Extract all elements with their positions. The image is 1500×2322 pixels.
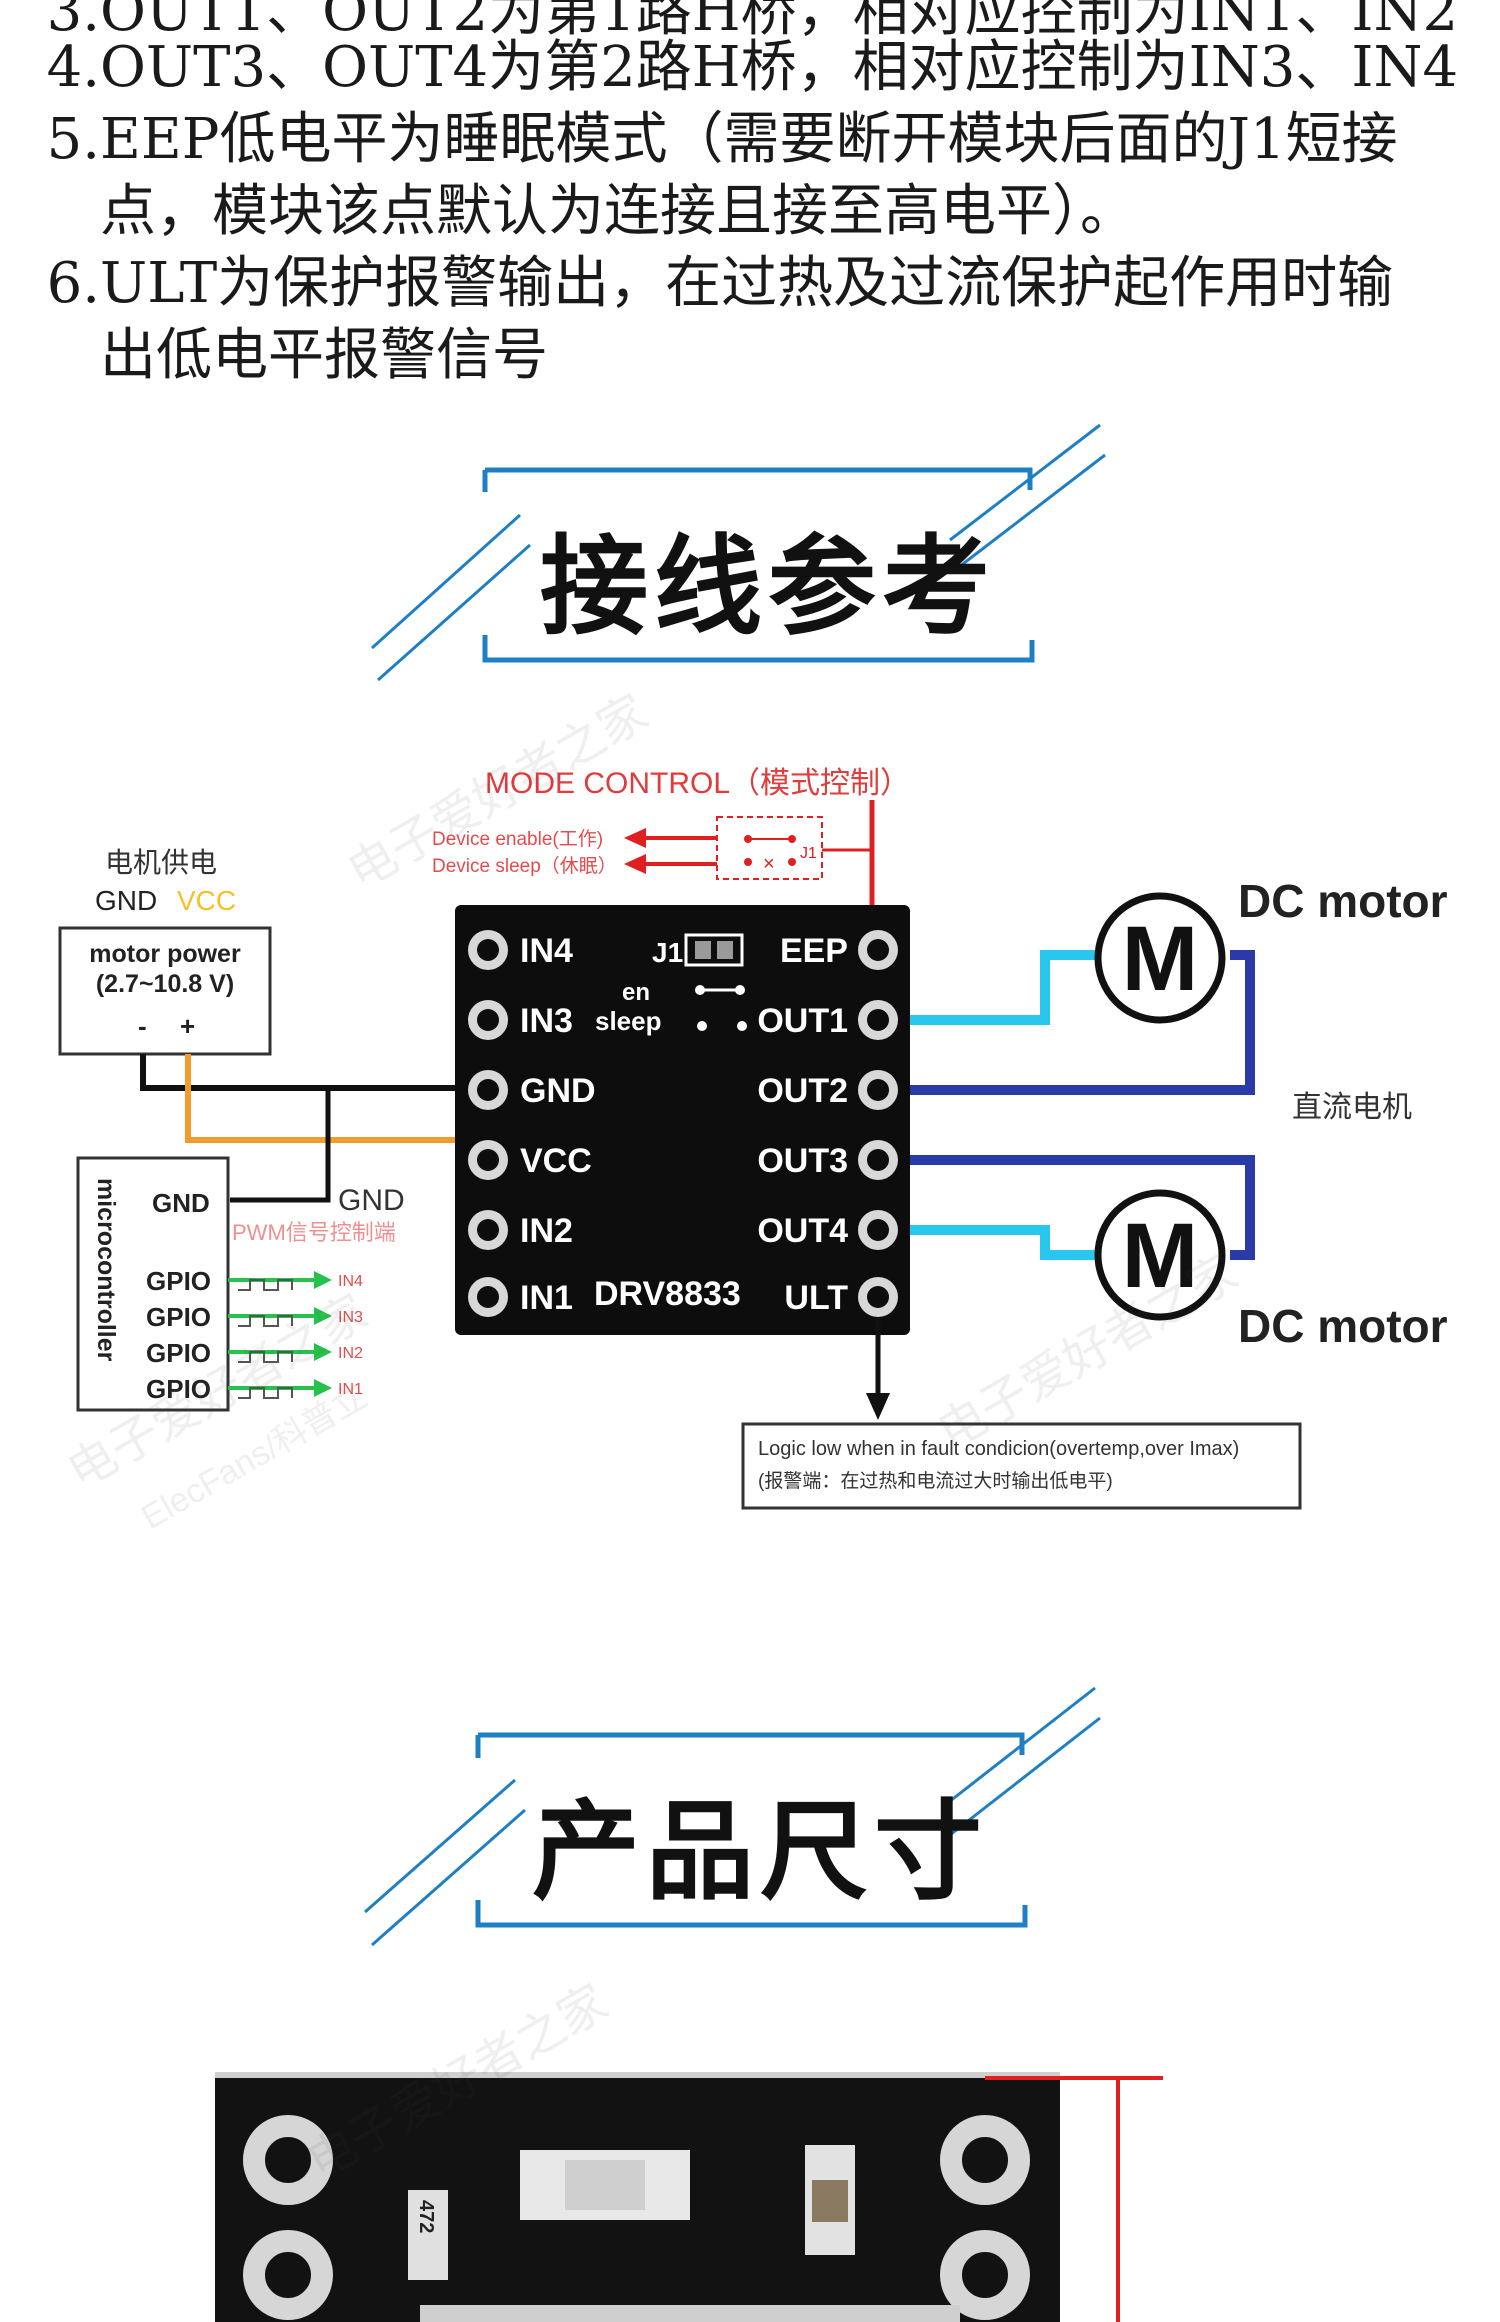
size-title-frame bbox=[364, 1686, 1101, 1947]
wiring-section-title: 接线参考 bbox=[540, 525, 997, 650]
device-sleep-label: Device sleep（休眠） bbox=[432, 855, 617, 877]
svg-text:+: + bbox=[180, 1011, 195, 1041]
board-right-pins: EEP OUT1 OUT2 OUT3 OUT4 ULT bbox=[757, 930, 898, 1317]
pin-label: VCC bbox=[520, 1142, 592, 1180]
pin-label: ULT bbox=[784, 1279, 848, 1317]
resistor-code: 472 bbox=[415, 2200, 437, 2233]
pcb-photo: 472 bbox=[215, 2072, 1060, 2322]
fault-note-box bbox=[741, 1422, 1302, 1510]
power-cn-label: 电机供电 bbox=[105, 847, 217, 878]
gpio-label: GPIO bbox=[146, 1266, 211, 1296]
motor-power-box bbox=[58, 926, 272, 1056]
note-item: 4.OUT3、OUT4为第2路H桥，相对应控制为IN3、IN4 bbox=[46, 35, 1459, 100]
wiring-title-frame bbox=[370, 423, 1106, 682]
pin-label: OUT4 bbox=[757, 1212, 848, 1250]
svg-text:IN4: IN4 bbox=[338, 1273, 363, 1290]
mcu-gnd-wire bbox=[230, 1088, 331, 1203]
svg-text:sleep: sleep bbox=[595, 1006, 662, 1036]
svg-text:J1: J1 bbox=[652, 937, 683, 968]
vcc-wire bbox=[185, 1054, 455, 1143]
power-gnd-label: GND bbox=[95, 885, 157, 916]
pin-label: OUT2 bbox=[757, 1072, 848, 1110]
pwm-signals bbox=[228, 1278, 318, 1399]
pin-label: IN3 bbox=[520, 1002, 573, 1040]
board-gnd-label: GND bbox=[338, 1184, 405, 1217]
pin-label: OUT3 bbox=[757, 1142, 848, 1180]
motor-power-label: motor power bbox=[89, 940, 241, 968]
pin-label: IN2 bbox=[520, 1212, 573, 1250]
svg-text:M: M bbox=[1122, 1205, 1199, 1307]
pin-label: IN1 bbox=[520, 1279, 573, 1317]
motor2-wire-a bbox=[910, 1155, 1255, 1260]
mode-control-label: MODE CONTROL（模式控制） bbox=[485, 767, 910, 800]
wiring-diagram: MODE CONTROL（模式控制） × J1 Device enable(工作… bbox=[58, 767, 1448, 1510]
motor1-wire-b bbox=[910, 950, 1255, 1095]
device-enable-label: Device enable(工作) bbox=[432, 828, 603, 850]
dc-motor-cn-label: 直流电机 bbox=[1292, 1091, 1412, 1124]
dc-motor-1: M bbox=[1094, 892, 1226, 1024]
drv8833-board bbox=[455, 905, 910, 1335]
pin-label: EEP bbox=[780, 932, 848, 970]
note-item: 5.EEP低电平为睡眠模式（需要断开模块后面的J1短接 bbox=[46, 107, 1398, 172]
gpio-label: GPIO bbox=[146, 1374, 211, 1404]
dc-motor-label: DC motor bbox=[1238, 875, 1448, 927]
mcu-label: microcontroller bbox=[92, 1178, 120, 1362]
note-item-continued: 点，模块该点默认为连接且接至高电平）。 bbox=[100, 179, 1136, 244]
svg-text:IN1: IN1 bbox=[338, 1381, 363, 1398]
board-left-pins: IN4 IN3 GND VCC IN2 IN1 bbox=[468, 930, 596, 1317]
note-item-continued: 出低电平报警信号 bbox=[100, 323, 548, 388]
pin-label: OUT1 bbox=[757, 1002, 848, 1040]
svg-text:IN2: IN2 bbox=[338, 1345, 363, 1362]
svg-text:IN3: IN3 bbox=[338, 1309, 363, 1326]
gpio-label: GPIO bbox=[146, 1338, 211, 1368]
note-item: 3.OUT1、OUT2为第1路H桥，相对应控制为IN1、IN2 bbox=[46, 0, 1459, 44]
pwm-label: PWM信号控制端 bbox=[232, 1220, 396, 1245]
pin-label: GND bbox=[520, 1072, 596, 1110]
motor-power-range: (2.7~10.8 V) bbox=[96, 970, 234, 998]
svg-text:×: × bbox=[763, 853, 775, 875]
size-section-title: 产品尺寸 bbox=[532, 1790, 989, 1915]
note-item: 6.ULT为保护报警输出，在过热及过流保护起作用时输 bbox=[46, 251, 1394, 316]
power-vcc-label: VCC bbox=[177, 885, 236, 916]
chip-name: DRV8833 bbox=[594, 1275, 741, 1313]
fault-note-line: Logic low when in fault condicion(overte… bbox=[758, 1438, 1239, 1460]
j1-jumper-box bbox=[716, 816, 823, 880]
j1-tag: J1 bbox=[800, 845, 817, 862]
gnd-wire bbox=[140, 1054, 455, 1091]
motor2-wire-b bbox=[910, 1225, 1100, 1260]
gpio-label: GPIO bbox=[146, 1302, 211, 1332]
svg-text:-: - bbox=[138, 1011, 147, 1041]
svg-text:M: M bbox=[1122, 908, 1199, 1010]
svg-text:en: en bbox=[622, 979, 650, 1006]
pin-label: IN4 bbox=[520, 932, 573, 970]
microcontroller-box bbox=[76, 1156, 230, 1412]
mcu-gnd-label: GND bbox=[152, 1188, 210, 1218]
motor1-wire-a bbox=[910, 950, 1100, 1025]
dc-motor-2: M bbox=[1094, 1189, 1226, 1321]
fault-note-line: (报警端：在过热和电流过大时输出低电平) bbox=[758, 1470, 1113, 1492]
dc-motor-label: DC motor bbox=[1238, 1300, 1448, 1352]
